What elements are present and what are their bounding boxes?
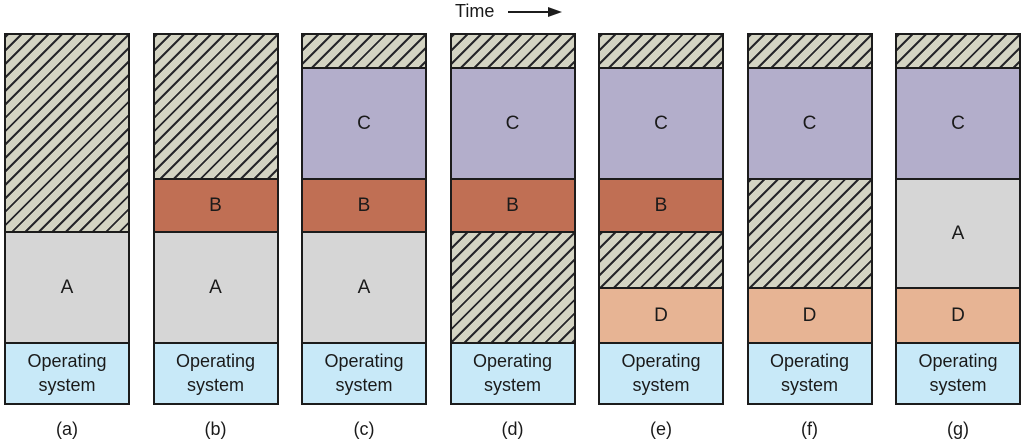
time-header: Time	[455, 1, 563, 22]
column-label-c: (c)	[353, 419, 375, 439]
segment-process-B: B	[154, 180, 277, 233]
column-label-b: (b)	[204, 419, 227, 439]
segment-operating-system: Operating system	[451, 344, 574, 403]
column-label-e: (e)	[650, 419, 672, 439]
segment-free-hatched	[600, 35, 722, 69]
column-label-f: (f)	[801, 419, 818, 439]
segment-process-C: C	[451, 69, 574, 180]
time-label: Time	[455, 1, 495, 21]
segment-process-A: A	[303, 233, 425, 344]
segment-free-hatched	[451, 35, 574, 69]
segment-free-hatched	[748, 180, 871, 289]
segment-process-D: D	[600, 289, 722, 344]
segment-free-hatched	[748, 35, 871, 69]
segment-process-B: B	[600, 180, 722, 233]
segment-process-A: A	[6, 233, 128, 344]
segment-process-C: C	[748, 69, 871, 180]
segment-free-hatched	[303, 35, 425, 69]
segment-operating-system: Operating system	[303, 344, 425, 403]
arrow-shaft	[508, 10, 553, 13]
segment-process-A: A	[154, 233, 277, 344]
column-label-d: (d)	[501, 419, 524, 439]
segment-process-C: C	[600, 69, 722, 180]
segment-free-hatched	[451, 233, 574, 344]
segment-operating-system: Operating system	[600, 344, 722, 403]
segment-process-D: D	[897, 289, 1019, 344]
segment-process-C: C	[303, 69, 425, 180]
column-label-g: (g)	[947, 419, 969, 439]
segment-free-hatched	[897, 35, 1019, 69]
right-arrow-icon	[508, 6, 563, 18]
arrow-head	[548, 6, 563, 17]
segment-process-A: A	[897, 180, 1019, 289]
segment-operating-system: Operating system	[6, 344, 128, 403]
segment-process-D: D	[748, 289, 871, 344]
segment-operating-system: Operating system	[154, 344, 277, 403]
segment-free-hatched	[6, 35, 128, 233]
segment-process-C: C	[897, 69, 1019, 180]
segment-operating-system: Operating system	[897, 344, 1019, 403]
segment-process-B: B	[451, 180, 574, 233]
segment-process-B: B	[303, 180, 425, 233]
segment-operating-system: Operating system	[748, 344, 871, 403]
segment-free-hatched	[154, 35, 277, 180]
segment-free-hatched	[600, 233, 722, 289]
column-label-a: (a)	[56, 419, 78, 439]
